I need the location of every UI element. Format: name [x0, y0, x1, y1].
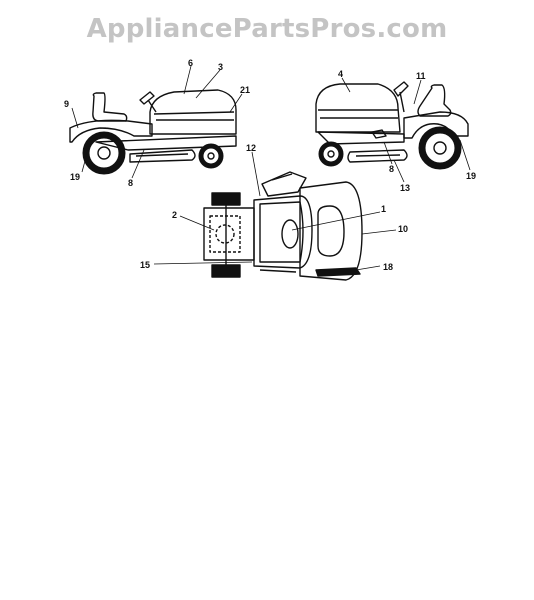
callout-13: 13	[400, 183, 410, 193]
hood	[315, 83, 401, 133]
front-wheel	[318, 141, 344, 167]
front-wheel	[198, 143, 224, 169]
callout-10: 10	[398, 224, 408, 234]
left-view-callouts: 9 6 3 21 19 8	[64, 58, 250, 188]
rear-fender	[69, 119, 153, 143]
callout-11: 11	[416, 71, 426, 81]
pedal	[371, 129, 387, 139]
mower-deck	[347, 149, 408, 163]
frame	[95, 135, 237, 151]
tractor-top-view	[153, 151, 397, 281]
callout-6: 6	[188, 58, 193, 68]
rear-tire-top	[211, 192, 241, 206]
decal-box	[209, 215, 241, 253]
rear-fender	[403, 111, 469, 139]
callout-8: 8	[389, 164, 394, 174]
tractor-left-view	[69, 65, 243, 179]
seat	[417, 84, 452, 117]
seat	[92, 92, 128, 122]
callout-12: 12	[246, 143, 256, 153]
callout-21: 21	[240, 85, 250, 95]
callout-19: 19	[70, 172, 80, 182]
callout-3: 3	[218, 62, 223, 72]
front-axle	[315, 267, 361, 277]
callout-2: 2	[172, 210, 177, 220]
watermark: AppliancePartsPros.com	[86, 14, 448, 44]
callout-9: 9	[64, 99, 69, 109]
callout-4: 4	[338, 69, 343, 79]
callout-1: 1	[381, 204, 386, 214]
steering-wheel	[393, 81, 409, 97]
frame	[317, 131, 405, 145]
rear-wheel	[82, 131, 126, 175]
top-view-callouts: 12 2 1 10 15 18	[140, 143, 408, 272]
callout-18: 18	[383, 262, 393, 272]
tractor-right-view	[315, 77, 471, 183]
seat-top	[253, 195, 313, 269]
right-view-callouts: 4 11 8 13 19	[338, 69, 476, 193]
hood	[149, 89, 237, 135]
callout-15: 15	[140, 260, 150, 270]
callout-8: 8	[128, 178, 133, 188]
hood-top	[299, 181, 363, 281]
steering-wheel	[139, 91, 155, 105]
rear-wheel	[418, 126, 462, 170]
rear-tire-bottom	[211, 264, 241, 278]
steering-top	[261, 171, 307, 197]
hood-grille	[317, 205, 345, 257]
callout-19: 19	[466, 171, 476, 181]
mower-deck	[129, 149, 196, 163]
